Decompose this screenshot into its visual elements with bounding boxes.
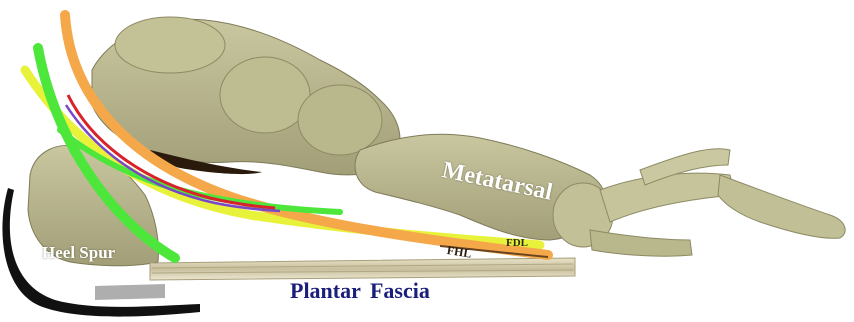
navicular-bump bbox=[220, 57, 310, 133]
heel-spur-label: Heel Spur bbox=[42, 244, 115, 261]
toe-distal bbox=[718, 175, 845, 238]
toe-lower bbox=[590, 230, 692, 256]
plantar-fascia-label: Plantar Fascia bbox=[290, 280, 430, 302]
heel-shadow-grey bbox=[95, 284, 165, 300]
toe-proximal-phalanx bbox=[600, 173, 735, 222]
fdl-label: FDL bbox=[506, 238, 528, 249]
plantar-fascia-band bbox=[150, 258, 575, 280]
cuneiform-bump bbox=[298, 85, 382, 155]
fhl-label: FHL bbox=[446, 244, 472, 260]
talus-bump bbox=[115, 17, 225, 73]
